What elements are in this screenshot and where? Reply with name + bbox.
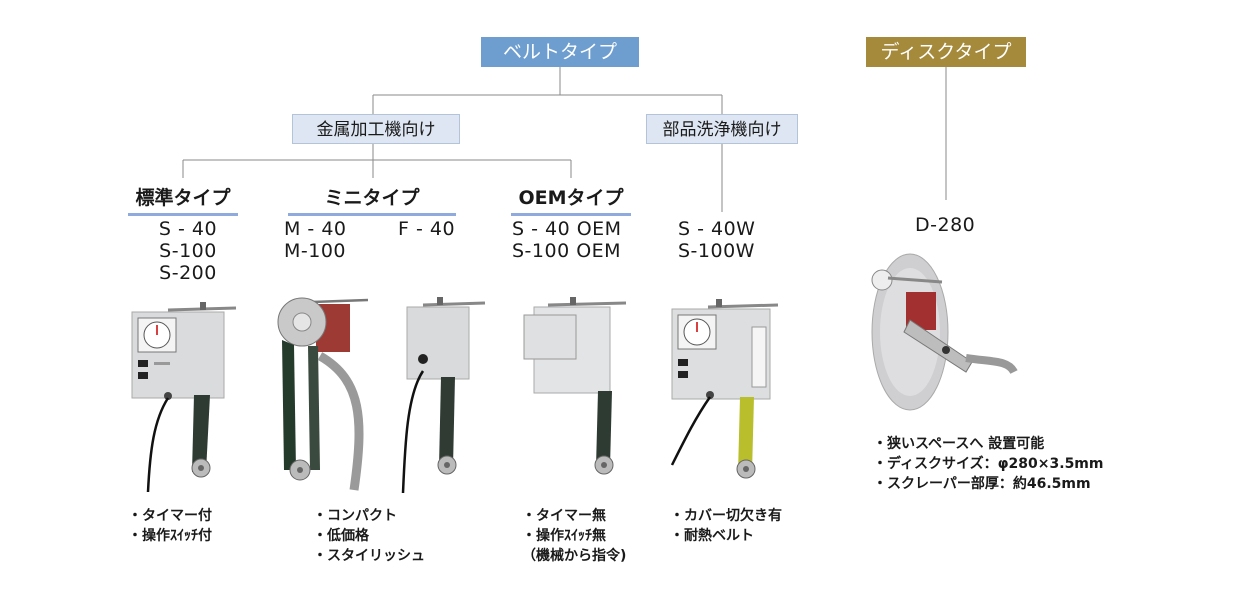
feature-timer: ・タイマー付 [128,508,212,524]
model-s40w: S - 40W [678,218,756,240]
product-image-disk [871,253,1018,411]
subcategory-parts-washing: 部品洗浄機向け [646,114,798,144]
feature-compact: ・コンパクト [313,508,397,524]
feature-low-price: ・低価格 [313,528,369,544]
features-disk: ・狭いスペースへ 設置可能 ・ディスクサイズ：φ280×3.5mm ・スクレーパ… [873,434,1103,494]
product-image-wash [670,299,779,479]
product-image-standard [131,302,237,493]
model-mini-list: M - 40 M-100 [284,218,347,262]
feature-disk-size: ・ディスクサイズ：φ280×3.5mm [873,456,1104,472]
product-image-mini-m40 [277,297,369,491]
model-s200: S-200 [159,262,217,284]
product-image-oem [523,297,627,475]
model-m40: M - 40 [284,218,347,240]
feature-stylish: ・スタイリッシュ [313,548,425,564]
feature-machine-command: （機械から指令) [522,548,627,564]
model-wash-list: S - 40W S-100W [678,218,755,262]
feature-switch: ・操作ｽｲｯﾁ付 [128,528,212,544]
model-f40: F - 40 [398,218,456,240]
type-standard-title: 標準タイプ [128,183,238,216]
category-belt-type: ベルトタイプ [481,37,639,67]
features-mini: ・コンパクト ・低価格 ・スタイリッシュ [313,506,425,566]
product-image-mini-f40 [401,297,486,494]
model-m100: M-100 [284,240,347,262]
model-s40-oem: S - 40 OEM [512,218,622,240]
feature-scraper-thickness: ・スクレーパー部厚：約46.5mm [873,476,1091,492]
feature-cover-notch: ・カバー切欠き有 [670,508,782,524]
features-wash: ・カバー切欠き有 ・耐熱ベルト [670,506,782,546]
features-standard: ・タイマー付 ・操作ｽｲｯﾁ付 [128,506,212,546]
model-s40: S - 40 [158,218,218,240]
model-s100-oem: S-100 OEM [512,240,622,262]
category-disk-type: ディスクタイプ [866,37,1026,67]
feature-heat-belt: ・耐熱ベルト [670,528,754,544]
model-s100: S-100 [159,240,217,262]
model-s100w: S-100W [678,240,755,262]
feature-no-timer: ・タイマー無 [522,508,606,524]
model-standard-list: S - 40 S-100 S-200 [148,218,228,284]
subcategory-metal-processing: 金属加工機向け [292,114,460,144]
feature-no-switch: ・操作ｽｲｯﾁ無 [522,528,606,544]
feature-narrow-space: ・狭いスペースへ 設置可能 [873,436,1045,452]
type-mini-title: ミニタイプ [288,183,456,216]
type-oem-title: OEMタイプ [511,183,631,216]
model-d280: D-280 [915,214,976,236]
features-oem: ・タイマー無 ・操作ｽｲｯﾁ無 （機械から指令) [522,506,626,566]
model-oem-list: S - 40 OEM S-100 OEM [512,218,622,262]
